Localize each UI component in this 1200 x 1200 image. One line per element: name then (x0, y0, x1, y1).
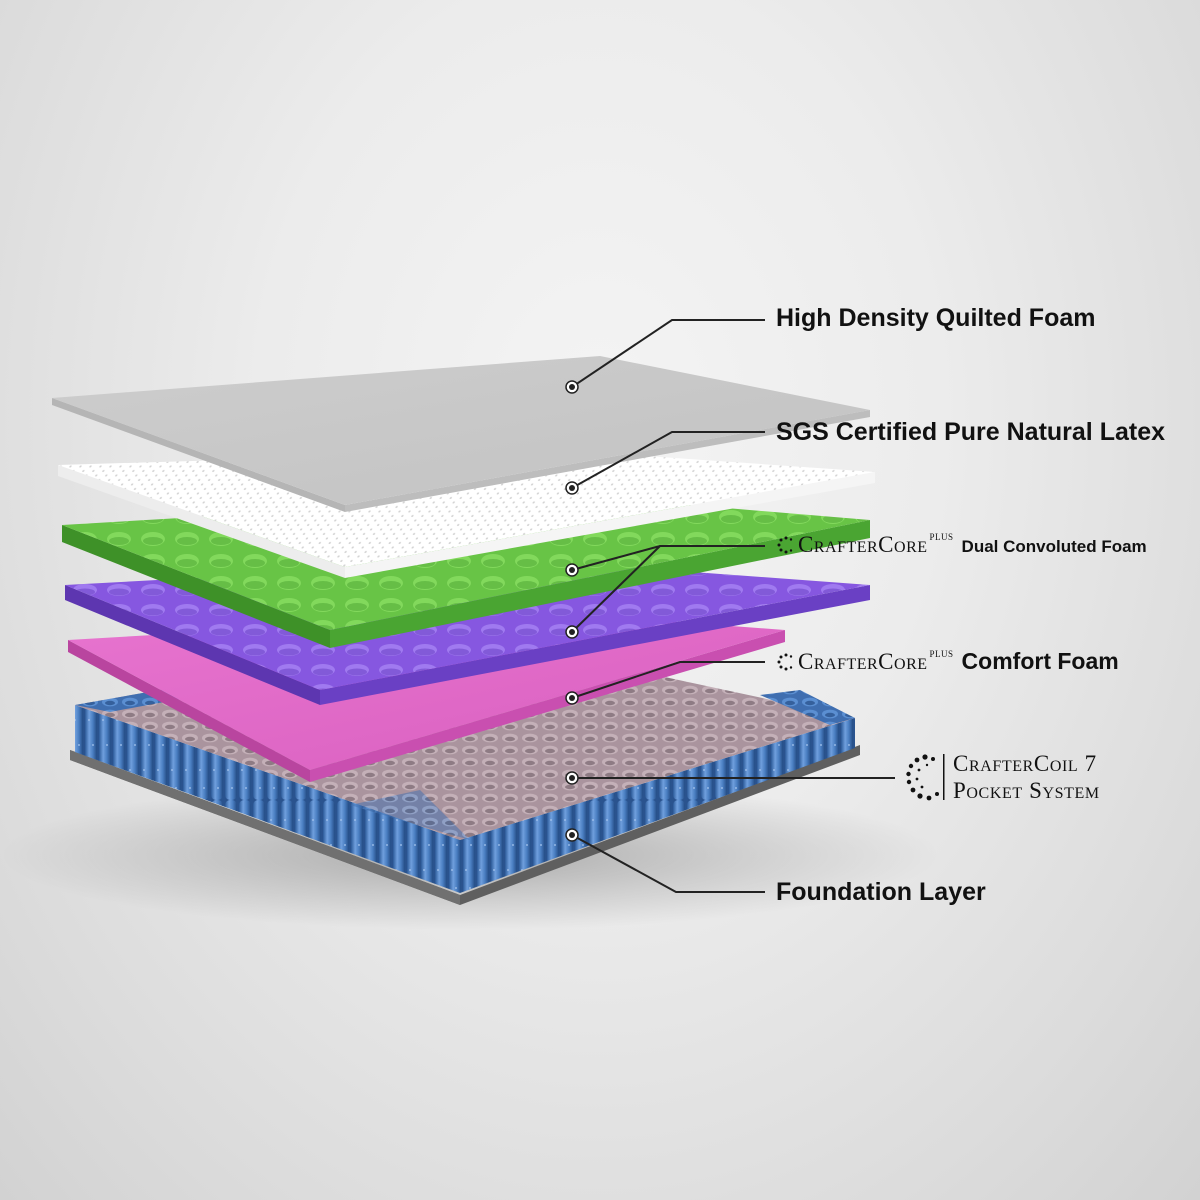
point-foundation (565, 828, 579, 842)
label-convoluted-foam: CrafterCore PLUS Dual Convoluted Foam (776, 532, 1147, 558)
convoluted-description: Dual Convoluted Foam (961, 537, 1147, 556)
leader-convoluted-purple (571, 545, 661, 633)
label-comfort-foam: CrafterCore PLUS Comfort Foam (776, 648, 1119, 675)
label-coil-system: CrafterCoil 7 Pocket System (905, 750, 1100, 804)
comfort-description: Comfort Foam (961, 648, 1119, 674)
brand-superscript: PLUS (929, 649, 954, 659)
point-purple (565, 625, 579, 639)
coil-line2: Pocket System (953, 778, 1100, 803)
coil-front-left (75, 705, 460, 893)
coil-text: CrafterCoil 7 Pocket System (953, 750, 1100, 804)
brand-name: CrafterCore (798, 532, 928, 557)
leader-points (565, 380, 579, 842)
crafter-core-logo-icon (777, 653, 793, 671)
brand-superscript: PLUS (929, 532, 954, 542)
crafter-coil-logo-icon (906, 754, 945, 801)
point-quilted (565, 380, 579, 394)
label-foundation: Foundation Layer (776, 878, 986, 906)
leader-quilted (571, 319, 765, 388)
point-coil (565, 771, 579, 785)
brand-name: CrafterCore (798, 649, 928, 674)
crafter-core-logo-icon (777, 536, 793, 554)
coil-front-right (460, 718, 855, 893)
point-latex (565, 481, 579, 495)
point-green (565, 563, 579, 577)
leader-lines (571, 319, 895, 893)
quilted-foam-layer (52, 356, 870, 512)
label-quilted-foam: High Density Quilted Foam (776, 304, 1096, 332)
leader-latex (571, 431, 765, 489)
leader-comfort (571, 661, 765, 699)
coil-line1: CrafterCoil 7 (953, 751, 1097, 776)
point-pink (565, 691, 579, 705)
label-latex: SGS Certified Pure Natural Latex (776, 418, 1166, 446)
leader-foundation (571, 834, 765, 893)
